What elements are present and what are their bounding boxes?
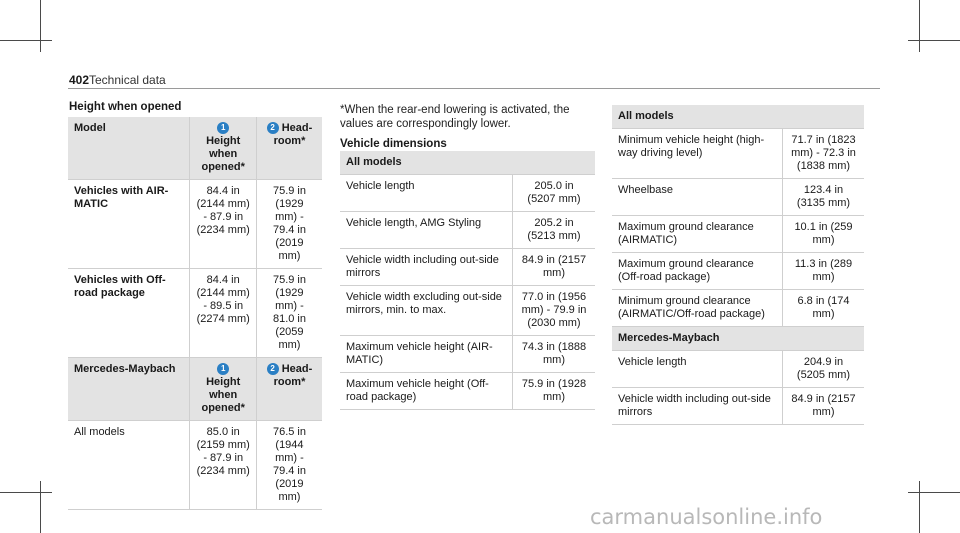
- table-row: Vehicles with Off-road package 84.4 in (…: [68, 268, 322, 358]
- table-row: Maximum vehicle height (AIR-MATIC)74.3 i…: [340, 335, 595, 373]
- crop-mark: [908, 40, 960, 41]
- crop-mark: [919, 481, 920, 533]
- table-row: Minimum ground clearance (AIRMATIC/Off-r…: [612, 289, 864, 327]
- dimensions-heading: Vehicle dimensions: [340, 138, 447, 150]
- col-headroom: 2 Head-room*: [255, 117, 322, 180]
- col-height: 1 Height when opened*: [189, 117, 257, 180]
- page-number: 402: [69, 73, 90, 87]
- table-header-row: All models: [340, 151, 595, 175]
- height-table: Model 1 Height when opened* 2 Head-room*…: [68, 117, 322, 510]
- table-row: Vehicle width including out-side mirrors…: [612, 387, 864, 425]
- table-row: Maximum ground clearance (AIRMATIC)10.1 …: [612, 215, 864, 253]
- table-row: All models 85.0 in (2159 mm) - 87.9 in (…: [68, 420, 322, 510]
- number-1-icon: 1: [217, 363, 230, 376]
- table-header-row: All models: [612, 105, 864, 129]
- number-1-icon: 1: [217, 122, 230, 135]
- crop-mark: [908, 492, 960, 493]
- table-row: Vehicle width including out-side mirrors…: [340, 248, 595, 286]
- crop-mark: [40, 481, 41, 533]
- number-2-icon: 2: [266, 122, 279, 135]
- dimensions-table-continued: All models Minimum vehicle height (high-…: [612, 105, 864, 425]
- watermark: carmanualsonline.info: [590, 505, 823, 529]
- table-row: Vehicles with AIR-MATIC 84.4 in (2144 mm…: [68, 179, 322, 269]
- section-title: Technical data: [89, 73, 166, 87]
- crop-mark: [919, 0, 920, 52]
- number-2-icon: 2: [266, 363, 279, 376]
- table-subheader-row: Mercedes-Maybach: [612, 326, 864, 351]
- crop-mark: [0, 40, 52, 41]
- crop-mark: [40, 0, 41, 52]
- height-heading: Height when opened: [69, 101, 182, 113]
- table-row: Maximum vehicle height (Off-road package…: [340, 372, 595, 410]
- footnote: *When the rear-end lowering is activated…: [340, 104, 570, 130]
- table-row: Vehicle width excluding out-side mirrors…: [340, 285, 595, 336]
- crop-mark: [0, 492, 52, 493]
- table-header-row: Model 1 Height when opened* 2 Head-room*: [68, 117, 322, 180]
- header-rule: [68, 88, 880, 89]
- col-model: Model: [68, 117, 190, 180]
- table-row: Minimum vehicle height (high-way driving…: [612, 128, 864, 179]
- table-subheader-row: Mercedes-Maybach 1 Height when opened* 2…: [68, 357, 322, 421]
- table-row: Maximum ground clearance (Off-road packa…: [612, 252, 864, 290]
